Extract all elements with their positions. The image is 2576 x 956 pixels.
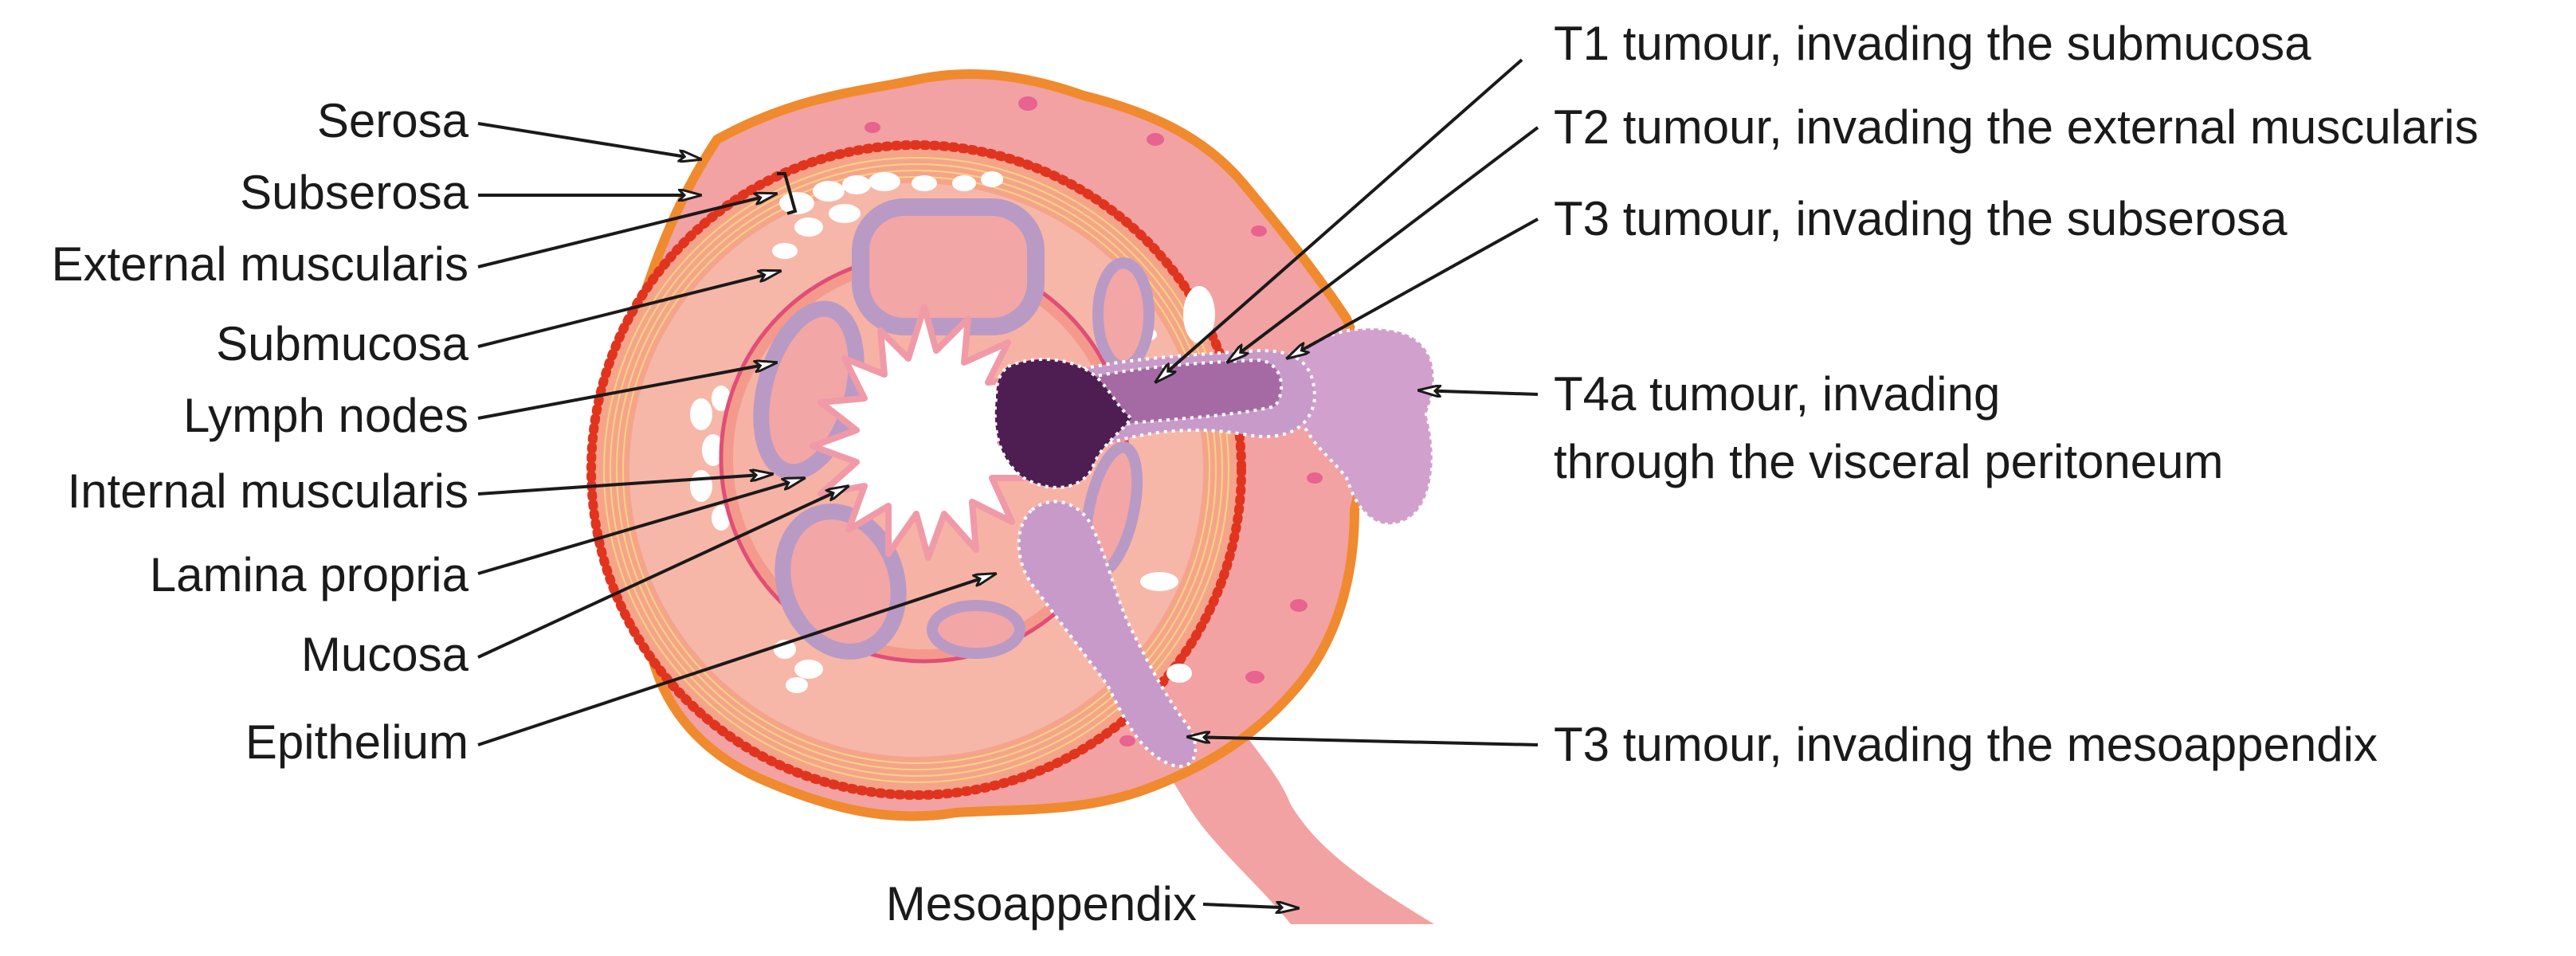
lymph-node [852,198,1045,335]
t3-mesoappendix-tumour [1017,500,1198,768]
label-t2-tumour: T2 tumour, invading the external muscula… [1554,100,2479,154]
label-t3-mesoappendix-tumour: T3 tumour, invading the mesoappendix [1554,718,2378,771]
label-t1-tumour: T1 tumour, invading the submucosa [1554,17,2311,70]
label-internal-muscularis: Internal muscularis [67,464,469,518]
label-t4a-tumour-line1: T4a tumour, invading [1554,367,2000,421]
leader-lines [477,58,1539,908]
label-t3-subserosa-tumour: T3 tumour, invading the subserosa [1554,192,2288,245]
label-subserosa: Subserosa [240,166,469,219]
subserosa-bracket [777,172,798,215]
label-epithelium: Epithelium [245,715,469,769]
label-serosa: Serosa [317,94,469,147]
label-mucosa: Mucosa [301,628,469,681]
lymph-node [927,600,1025,659]
t4a-tumour [1280,327,1436,527]
label-submucosa: Submucosa [216,317,469,370]
t1-tumour [993,358,1134,489]
label-lymph-nodes: Lymph nodes [183,389,469,442]
label-t4a-tumour-line2: through the visceral peritoneum [1554,435,2223,488]
lymph-node [1092,257,1155,372]
label-lamina-propria: Lamina propria [150,548,469,601]
external-muscularis-fibres [603,157,1229,783]
label-mesoappendix: Mesoappendix [886,877,1197,931]
label-external-muscularis: External muscularis [51,237,469,291]
